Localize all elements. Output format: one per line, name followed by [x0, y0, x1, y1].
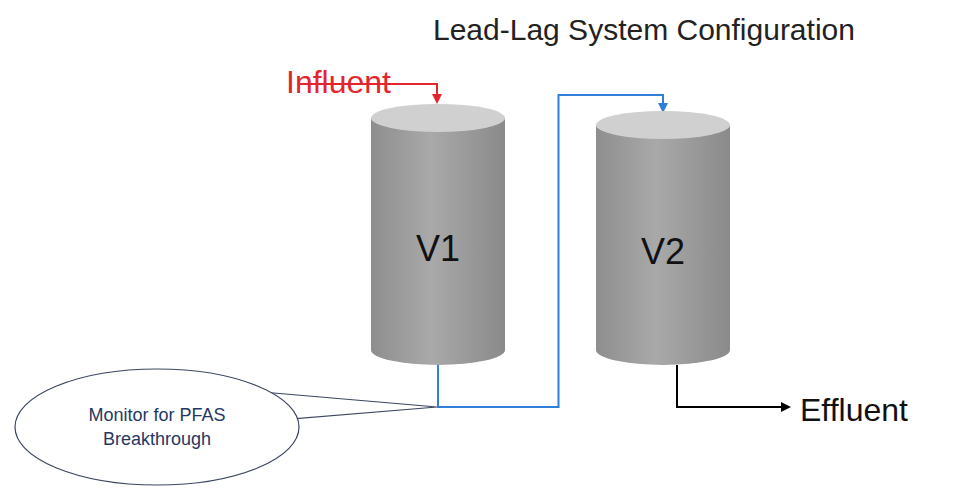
vessel-cylinder: V1: [370, 103, 506, 365]
effluent-pipe: [677, 365, 789, 407]
callout-text: Monitor for PFAS Breakthrough: [63, 403, 252, 452]
vessel-label: V1: [416, 225, 460, 274]
diagram-title: Lead-Lag System Configuration: [433, 13, 855, 47]
effluent-label: Effluent: [800, 392, 908, 429]
vessel-label: V2: [641, 228, 685, 277]
vessel-cylinder: V2: [595, 110, 731, 365]
callout-outline: [14, 368, 300, 486]
callout-bubble: Monitor for PFAS Breakthrough: [14, 368, 300, 486]
influent-label: Influent: [286, 64, 391, 101]
